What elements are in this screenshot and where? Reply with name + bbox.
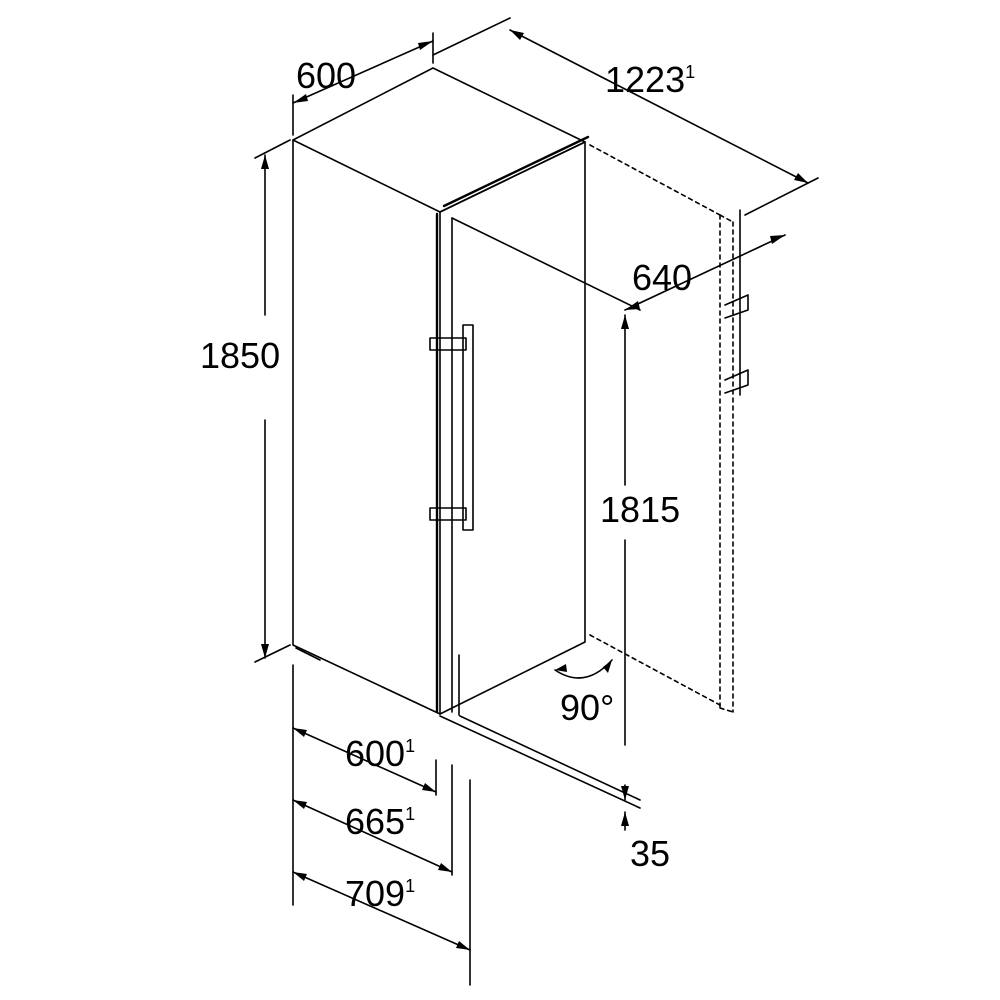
dim-line <box>509 29 809 184</box>
dim-line <box>292 40 434 104</box>
arrow <box>293 728 307 737</box>
label-bottom-depth-3-note: 1 <box>405 876 415 896</box>
base-foot <box>295 647 321 661</box>
arrow <box>418 41 433 50</box>
door-top-edge <box>442 135 590 208</box>
handle-mount-top <box>429 337 467 351</box>
open-handle-mount-bottom <box>724 369 749 394</box>
dim-line <box>624 234 786 311</box>
label-bottom-gap: 35 <box>630 833 670 874</box>
open-handle-mount-top <box>724 294 749 319</box>
open-door-bottom-cap <box>719 707 734 713</box>
handle-mount-bottom <box>429 507 467 521</box>
arrow <box>621 315 629 329</box>
label-total-depth-value: 1223 <box>605 59 685 100</box>
door-handle <box>429 324 474 531</box>
label-bottom-depth-1-value: 600 <box>345 733 405 774</box>
open-door-top-cap <box>719 214 734 223</box>
open-door-bottom <box>589 634 721 706</box>
open-door-outline <box>589 144 734 713</box>
arrow <box>261 155 269 169</box>
fridge-body <box>292 67 590 716</box>
label-top-width: 600 <box>296 55 356 96</box>
arrow <box>422 783 436 792</box>
label-bottom-depth-1-note: 1 <box>405 736 415 756</box>
ext-line <box>451 217 641 311</box>
label-bottom-depth-2-note: 1 <box>405 804 415 824</box>
label-total-depth: 12231 <box>605 59 695 100</box>
arrowheads <box>261 30 808 950</box>
arrow <box>770 235 785 244</box>
label-bottom-depth-2: 6651 <box>345 801 415 842</box>
label-depth-open: 640 <box>632 257 692 298</box>
dim-line <box>292 871 471 951</box>
arrow <box>621 812 629 826</box>
floor-lines <box>439 715 641 809</box>
arrow <box>293 872 307 881</box>
dim-bottom-depth-lines <box>292 664 471 986</box>
arrow <box>625 301 640 310</box>
dim-total-depth-lines <box>432 17 819 216</box>
arrow <box>456 941 470 950</box>
dim-depth-open-lines <box>451 217 786 311</box>
label-bottom-depth-3-value: 709 <box>345 873 405 914</box>
arrow <box>603 660 612 673</box>
arrow <box>510 30 524 40</box>
label-door-height: 1815 <box>600 489 680 530</box>
label-door-angle: 90° <box>560 687 614 728</box>
label-height: 1850 <box>200 335 280 376</box>
label-bottom-depth-2-value: 665 <box>345 801 405 842</box>
arrow <box>794 173 808 183</box>
arrow <box>621 786 629 800</box>
dim-line <box>292 727 437 793</box>
arrow <box>555 664 567 672</box>
fridge-door-front <box>439 141 586 715</box>
label-total-depth-note: 1 <box>685 62 695 82</box>
dim-line <box>292 799 453 873</box>
dim-top-width-lines <box>292 32 434 136</box>
ext-line <box>254 644 291 663</box>
open-door-handle <box>724 209 749 396</box>
arrow <box>261 644 269 658</box>
ext-line <box>254 139 291 159</box>
arrow <box>293 94 308 103</box>
ext-line <box>432 17 511 56</box>
arrow <box>438 863 452 872</box>
dim-height-lines <box>254 139 291 663</box>
floor-line <box>459 715 641 801</box>
open-door-top <box>589 144 721 216</box>
label-bottom-depth-3: 7091 <box>345 873 415 914</box>
ext-line <box>744 177 819 216</box>
arrow <box>293 800 307 809</box>
handle-bar <box>462 324 474 531</box>
floor-line <box>439 715 641 809</box>
label-bottom-depth-1: 6001 <box>345 733 415 774</box>
fridge-side-face <box>292 139 441 715</box>
